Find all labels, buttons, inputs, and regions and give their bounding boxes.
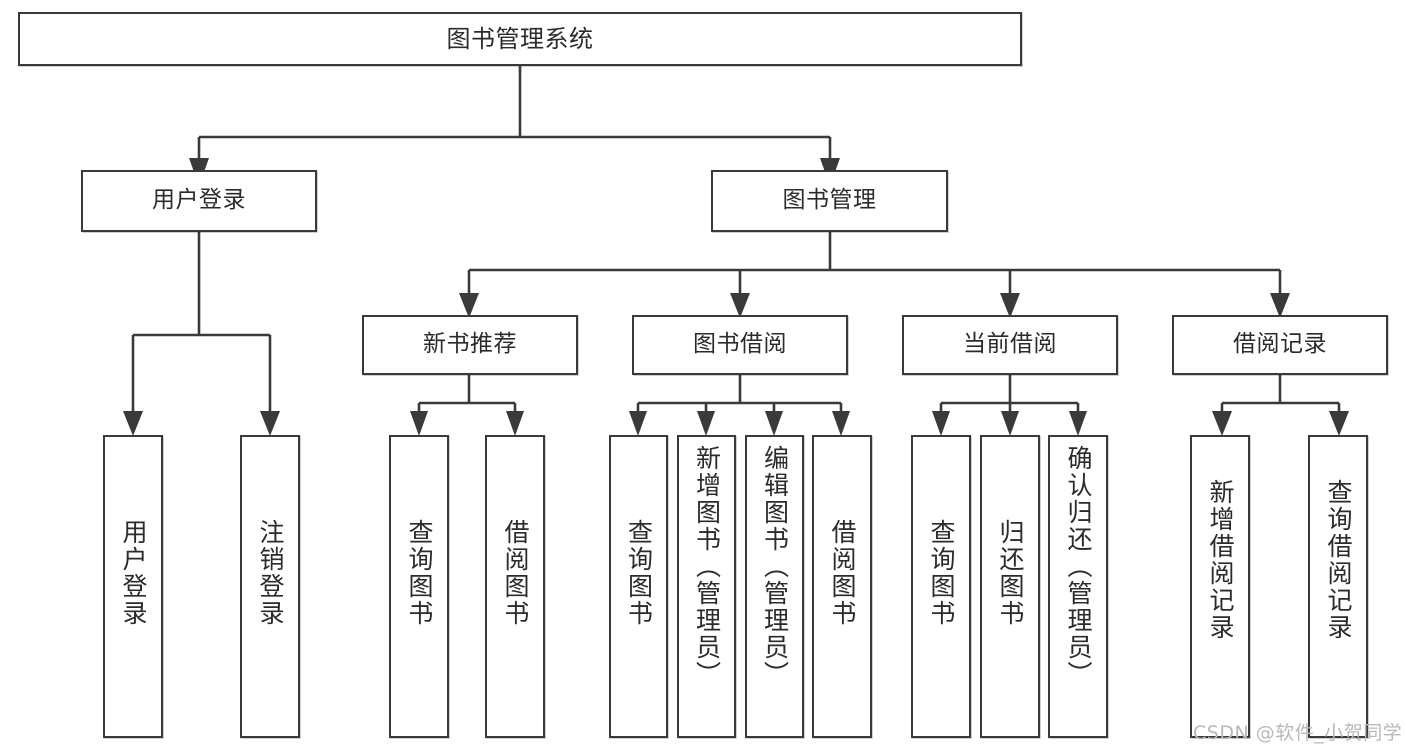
leaf-query-book-1-label: 查询图书: [405, 519, 434, 627]
node-borrow-records-label: 借阅记录: [1233, 331, 1327, 358]
leaf-query-borrow-record[interactable]: 查询借阅记录: [1308, 435, 1368, 738]
leaf-add-book-admin-label: 新增图书（管理员）: [692, 445, 722, 688]
node-current-borrow-label: 当前借阅: [963, 331, 1057, 358]
leaf-user-login[interactable]: 用户登录: [103, 435, 163, 738]
leaf-logout-label: 注销登录: [256, 519, 285, 627]
leaf-return-book[interactable]: 归还图书: [980, 435, 1040, 738]
node-current-borrow[interactable]: 当前借阅: [902, 315, 1118, 375]
leaf-confirm-return-admin-label: 确认归还（管理员）: [1064, 445, 1093, 688]
node-user-login[interactable]: 用户登录: [81, 170, 317, 232]
leaf-query-book-2-label: 查询图书: [624, 519, 654, 627]
leaf-query-book-3-label: 查询图书: [927, 519, 956, 627]
leaf-user-login-label: 用户登录: [119, 519, 148, 627]
leaf-query-book-2[interactable]: 查询图书: [609, 435, 668, 738]
node-book-borrow-label: 图书借阅: [693, 331, 787, 358]
csdn-watermark: CSDN @软件_小贺同学: [1193, 722, 1403, 744]
leaf-borrow-book-1-label: 借阅图书: [501, 519, 530, 627]
leaf-query-borrow-record-label: 查询借阅记录: [1324, 479, 1353, 641]
node-borrow-records[interactable]: 借阅记录: [1172, 315, 1388, 375]
leaf-edit-book-admin[interactable]: 编辑图书（管理员）: [745, 435, 804, 738]
leaf-borrow-book-1[interactable]: 借阅图书: [485, 435, 545, 738]
leaf-query-book-1[interactable]: 查询图书: [389, 435, 449, 738]
node-root-label: 图书管理系统: [446, 24, 594, 53]
node-book-borrow[interactable]: 图书借阅: [632, 315, 848, 375]
node-root[interactable]: 图书管理系统: [18, 12, 1022, 66]
leaf-edit-book-admin-label: 编辑图书（管理员）: [760, 445, 790, 688]
node-book-management-label: 图书管理: [782, 187, 877, 214]
leaf-return-book-label: 归还图书: [996, 519, 1025, 627]
leaf-confirm-return-admin[interactable]: 确认归还（管理员）: [1048, 435, 1108, 738]
leaf-logout[interactable]: 注销登录: [240, 435, 300, 738]
leaf-add-borrow-record-label: 新增借阅记录: [1206, 479, 1235, 641]
leaf-borrow-book-2[interactable]: 借阅图书: [812, 435, 872, 738]
node-new-book-recommend[interactable]: 新书推荐: [362, 315, 578, 375]
leaf-add-borrow-record[interactable]: 新增借阅记录: [1190, 435, 1250, 738]
node-book-management[interactable]: 图书管理: [711, 170, 948, 232]
node-user-login-label: 用户登录: [152, 187, 246, 214]
leaf-query-book-3[interactable]: 查询图书: [911, 435, 971, 738]
leaf-add-book-admin[interactable]: 新增图书（管理员）: [677, 435, 736, 738]
node-new-book-recommend-label: 新书推荐: [423, 331, 517, 358]
leaf-borrow-book-2-label: 借阅图书: [828, 519, 857, 627]
